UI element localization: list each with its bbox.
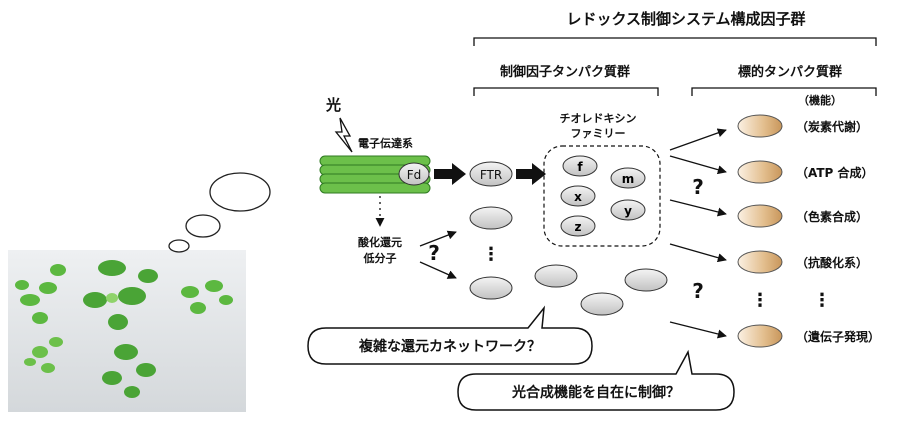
plant-photo (8, 250, 246, 412)
function-carbon: （炭素代謝） (796, 119, 868, 134)
regulator-oval (580, 292, 624, 316)
fd-oval (398, 162, 430, 186)
regulator-oval (469, 206, 513, 230)
regulator-oval (534, 264, 578, 288)
callout-control-text: 光合成機能を自在に制御？ (511, 384, 680, 401)
trx-f-label: f (577, 160, 583, 174)
function-pigment: （色素合成） (796, 209, 868, 224)
function-gene: （遺伝子発現） (796, 329, 880, 344)
question-mark-oxidant: ? (428, 241, 440, 265)
trx-m-oval (610, 167, 646, 189)
title-bracket (473, 37, 877, 46)
function-antioxidant: （抗酸化系） (796, 255, 868, 270)
ftr-oval (469, 161, 513, 187)
trx-z-label: z (575, 220, 582, 234)
fd-label: Fd (407, 168, 422, 182)
trx-z-oval (560, 215, 596, 237)
target-ellipsis-left: ⋮ (751, 290, 769, 311)
oxidant-arrow-up (419, 230, 457, 247)
plant-rosette-3 (181, 280, 233, 314)
regulator-oval (469, 276, 513, 300)
thought-bubbles (168, 172, 271, 253)
trx-y-label: y (624, 204, 632, 218)
target-oval-gene (737, 324, 783, 348)
target-oval-pigment (737, 204, 783, 228)
trx-family-line2: ファミリー (571, 127, 626, 140)
function-header: （機能） (798, 93, 842, 107)
light-label: 光 (325, 96, 341, 114)
trx-x-label: x (574, 190, 582, 204)
target-group-label: 標的タンパク質群 (738, 64, 842, 80)
regulator-ellipsis: ⋮ (482, 244, 500, 265)
regulator-group-label: 制御因子タンパク質群 (500, 64, 630, 80)
trx-x-oval (560, 185, 596, 207)
lightning-icon (334, 117, 353, 153)
target-list: （炭素代謝） （ATP 合成） （色素合成） （抗酸化系） ⋮ ⋮ （遺伝子発現… (737, 114, 880, 348)
plant-rosette-5 (102, 344, 156, 398)
question-mark-upper: ? (692, 175, 704, 199)
target-ellipsis-right: ⋮ (813, 290, 831, 311)
target-arrows (669, 128, 727, 339)
trx-m-label: m (622, 172, 635, 186)
trx-members: f m x y z (560, 155, 646, 237)
electron-transport-label: 電子伝達系 (358, 136, 413, 150)
regulator-bracket (473, 87, 659, 96)
trx-family-line1: チオレドキシン (560, 112, 637, 125)
regulator-oval (624, 268, 668, 292)
other-regulators (469, 206, 668, 316)
plant-rosette-4 (24, 337, 63, 373)
oxidant-label-line2: 低分子 (363, 251, 397, 265)
oxidant-arrow-down (419, 261, 457, 279)
function-atp: （ATP 合成） (796, 165, 874, 180)
plant-rosette-2 (83, 260, 158, 330)
trx-y-oval (610, 199, 646, 221)
callout-network: 複雑な還元カネットワーク？ (307, 305, 593, 365)
callout-network-text: 複雑な還元カネットワーク？ (358, 338, 541, 355)
plant-rosette-1 (15, 264, 66, 324)
fd-to-ftr-arrow (434, 163, 466, 185)
target-oval-carbon (737, 114, 783, 138)
trx-family-box (543, 145, 661, 247)
target-oval-antioxidant (737, 250, 783, 274)
target-oval-atp (737, 160, 783, 184)
ftr-to-trx-arrow (516, 163, 546, 185)
system-title: レドックス制御システム構成因子群 (566, 10, 805, 28)
callout-control: 光合成機能を自在に制御？ (457, 349, 735, 411)
oxidant-label-line1: 酸化還元 (358, 235, 402, 249)
target-bracket (691, 87, 877, 96)
trx-f-oval (562, 155, 598, 177)
ftr-label: FTR (480, 168, 502, 182)
question-mark-lower: ? (692, 279, 704, 303)
